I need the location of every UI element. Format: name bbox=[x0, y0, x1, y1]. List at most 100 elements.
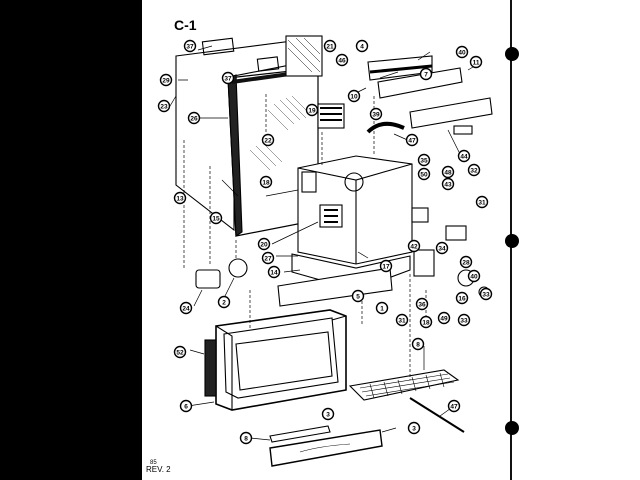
callout-circle bbox=[441, 177, 455, 191]
callout-number: 33 bbox=[482, 291, 490, 298]
callout-circle bbox=[221, 71, 235, 85]
callout-circle bbox=[347, 89, 361, 103]
callout-number: 31 bbox=[478, 199, 486, 206]
callout-p23: 23 bbox=[157, 99, 171, 113]
callout-number: 27 bbox=[264, 255, 272, 262]
callout-number: 4 bbox=[360, 43, 364, 50]
callout-circle bbox=[261, 133, 275, 147]
callout-p17: 17 bbox=[379, 259, 393, 273]
callout-p16: 16 bbox=[455, 291, 469, 305]
callout-p24: 24 bbox=[179, 301, 193, 315]
callout-number: 36 bbox=[418, 301, 426, 308]
callout-p44: 44 bbox=[457, 149, 471, 163]
sheet-label: C-1 bbox=[174, 17, 197, 33]
callout-number: 40 bbox=[458, 49, 466, 56]
callout-number: 3 bbox=[326, 411, 330, 418]
callout-circle bbox=[407, 239, 421, 253]
callout-circle bbox=[183, 39, 197, 53]
callout-p34: 34 bbox=[435, 241, 449, 255]
callout-number: 26 bbox=[190, 115, 198, 122]
callout-p40b: 40 bbox=[467, 269, 481, 283]
callout-p21: 21 bbox=[323, 39, 337, 53]
callout-p37b: 37 bbox=[221, 71, 235, 85]
callout-circle bbox=[239, 431, 253, 445]
callout-p28: 28 bbox=[459, 255, 473, 269]
callout-p20: 20 bbox=[257, 237, 271, 251]
callout-circle bbox=[455, 291, 469, 305]
callout-number: 22 bbox=[264, 137, 272, 144]
callout-number: 43 bbox=[444, 181, 452, 188]
callout-p33b: 33 bbox=[457, 313, 471, 327]
callout-number: 20 bbox=[260, 241, 268, 248]
callout-p27: 27 bbox=[261, 251, 275, 265]
callout-number: 37 bbox=[186, 43, 194, 50]
callout-circle bbox=[335, 53, 349, 67]
callout-circle bbox=[159, 73, 173, 87]
callout-circle bbox=[369, 107, 383, 121]
callout-circle bbox=[455, 45, 469, 59]
callout-number: 16 bbox=[458, 295, 466, 302]
callout-p8a: 8 bbox=[411, 337, 425, 351]
callout-p14: 14 bbox=[267, 265, 281, 279]
callout-circle bbox=[173, 191, 187, 205]
callout-circle bbox=[395, 313, 409, 327]
callout-p31b: 31 bbox=[395, 313, 409, 327]
callout-circle bbox=[261, 251, 275, 265]
callout-circle bbox=[459, 255, 473, 269]
callout-number: 47 bbox=[408, 137, 416, 144]
callout-number: 32 bbox=[470, 167, 478, 174]
callout-number: 47 bbox=[450, 403, 458, 410]
callout-p2: 2 bbox=[217, 295, 231, 309]
callout-p36: 36 bbox=[415, 297, 429, 311]
callout-circle bbox=[417, 167, 431, 181]
callout-p35: 35 bbox=[417, 153, 431, 167]
callout-number: 37 bbox=[224, 75, 232, 82]
callout-number: 35 bbox=[420, 157, 428, 164]
callout-p18b: 18 bbox=[419, 315, 433, 329]
callout-circle bbox=[457, 313, 471, 327]
callout-number: 5 bbox=[356, 293, 360, 300]
callout-p40a: 40 bbox=[455, 45, 469, 59]
revision-label: REV. 2 bbox=[146, 465, 171, 474]
callout-p29: 29 bbox=[159, 73, 173, 87]
callout-circle bbox=[475, 195, 489, 209]
callout-circle bbox=[419, 315, 433, 329]
callout-circle bbox=[457, 149, 471, 163]
callout-circle bbox=[379, 259, 393, 273]
callout-circle bbox=[435, 241, 449, 255]
callout-number: 39 bbox=[372, 111, 380, 118]
right-margin bbox=[505, 0, 640, 480]
callout-p8b: 8 bbox=[239, 431, 253, 445]
callout-p13: 13 bbox=[173, 191, 187, 205]
callout-circle bbox=[321, 407, 335, 421]
callout-circle bbox=[355, 39, 369, 53]
callout-number: 1 bbox=[380, 305, 384, 312]
callout-p22: 22 bbox=[261, 133, 275, 147]
callout-p11: 11 bbox=[469, 55, 483, 69]
punch-hole-middle bbox=[505, 234, 519, 248]
callout-p42: 42 bbox=[407, 239, 421, 253]
callout-p6: 6 bbox=[179, 399, 193, 413]
callout-number: 19 bbox=[308, 107, 316, 114]
callout-p1: 1 bbox=[375, 301, 389, 315]
callout-p19: 19 bbox=[305, 103, 319, 117]
callout-number: 6 bbox=[184, 403, 188, 410]
callout-p33a: 33 bbox=[479, 287, 493, 301]
callout-circle bbox=[209, 211, 223, 225]
callout-number: 8 bbox=[244, 435, 248, 442]
callout-circle bbox=[479, 287, 493, 301]
callout-circle bbox=[267, 265, 281, 279]
callout-circle bbox=[157, 99, 171, 113]
callout-p48: 48 bbox=[441, 165, 455, 179]
callout-number: 49 bbox=[440, 315, 448, 322]
callout-number: 17 bbox=[382, 263, 390, 270]
callout-circle bbox=[257, 237, 271, 251]
callout-number: 46 bbox=[338, 57, 346, 64]
callout-circle bbox=[417, 153, 431, 167]
callout-circle bbox=[407, 421, 421, 435]
callout-circle bbox=[467, 163, 481, 177]
callout-number: 29 bbox=[162, 77, 170, 84]
callout-p47a: 47 bbox=[405, 133, 419, 147]
callout-number: 18 bbox=[422, 319, 430, 326]
